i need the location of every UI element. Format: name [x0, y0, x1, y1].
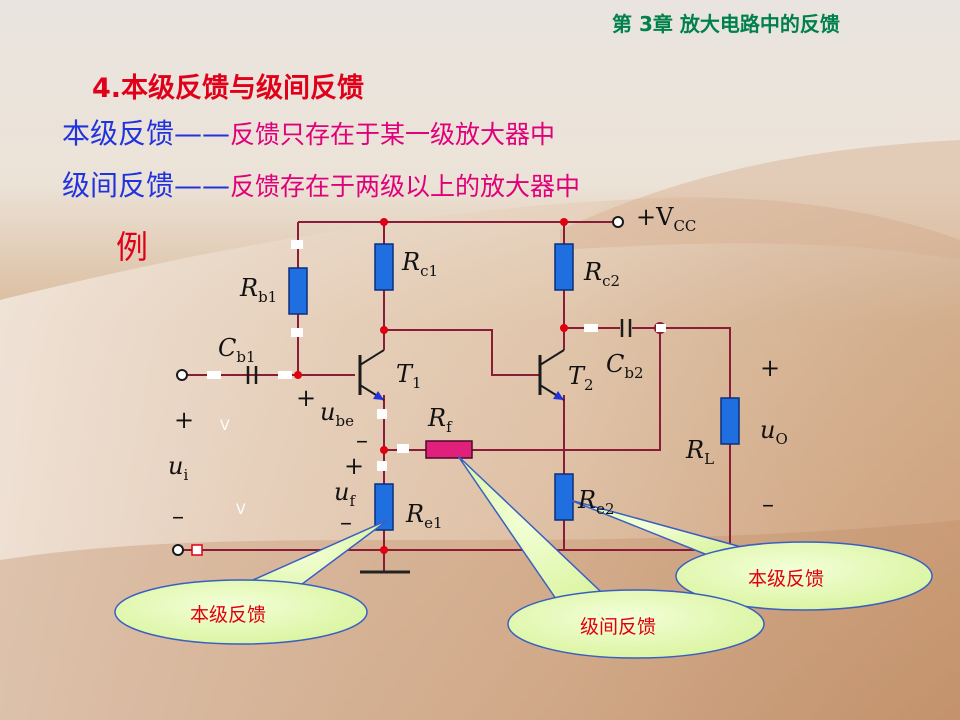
resistor-rb1 [288, 267, 308, 315]
resistor-re1 [374, 483, 394, 531]
label-t2: T2 [568, 362, 594, 394]
label-uo: uO [760, 416, 788, 448]
ui-plus: + [174, 406, 195, 434]
label-uf: uf [334, 478, 356, 510]
definition-local-dash: —— [174, 117, 231, 150]
section-title: 4.本级反馈与级间反馈 [92, 73, 365, 104]
example-label: 例 [116, 228, 149, 266]
label-rl: RL [686, 436, 715, 468]
label-re2: Re2 [578, 486, 615, 518]
label-rc1: Rc1 [402, 248, 439, 280]
resistor-re2 [554, 473, 574, 521]
definition-interstage-desc: 反馈存在于两级以上的放大器中 [230, 172, 581, 201]
label-re1: Re1 [406, 500, 443, 532]
chapter-header: 第 3章 放大电路中的反馈 [612, 12, 840, 36]
ui-tick-bottom: V [236, 502, 246, 518]
definition-local-term: 本级反馈 [62, 117, 175, 150]
resistor-rc1 [374, 243, 394, 291]
label-rb1: Rb1 [240, 274, 278, 306]
label-vcc: +VCC [636, 203, 697, 235]
selection-handles [191, 240, 666, 556]
circuit-nodes [294, 218, 568, 554]
callout-interstage: 级间反馈 [580, 616, 657, 638]
label-cb1: Cb1 [218, 334, 256, 366]
label-rf: Rf [428, 404, 452, 436]
ube-plus: + [296, 384, 317, 412]
uo-minus: – [762, 490, 774, 518]
definition-local: 本级反馈——反馈只存在于某一级放大器中 [62, 112, 555, 152]
definition-local-desc: 反馈只存在于某一级放大器中 [230, 120, 556, 149]
ube-minus: – [356, 426, 368, 454]
capacitor-cb2 [620, 319, 632, 337]
definition-interstage-term: 级间反馈 [62, 169, 175, 202]
label-ube: ube [320, 398, 354, 430]
callout-local-right: 本级反馈 [748, 568, 825, 590]
t1-emitter-arrow [373, 391, 384, 400]
resistor-rl [720, 397, 740, 445]
ui-tick-top: V [220, 418, 230, 434]
label-ui: ui [168, 452, 189, 484]
label-t1: T1 [396, 360, 422, 392]
callout-bubble-interstage [507, 589, 765, 659]
uf-minus: – [340, 508, 352, 536]
label-rc2: Rc2 [584, 258, 621, 290]
ui-minus: – [172, 502, 184, 530]
callout-local-left: 本级反馈 [190, 604, 267, 626]
definition-interstage-dash: —— [174, 169, 231, 202]
capacitor-cb1 [246, 366, 258, 384]
uo-plus: + [760, 354, 781, 382]
definition-interstage: 级间反馈——反馈存在于两级以上的放大器中 [62, 164, 580, 204]
resistor-rf [425, 440, 473, 459]
t2-emitter-arrow [553, 391, 564, 400]
uf-plus: + [344, 452, 365, 480]
label-cb2: Cb2 [606, 350, 644, 382]
dune-ridge [560, 140, 960, 260]
callout-bubble-local-right [675, 541, 933, 611]
resistor-rc2 [554, 243, 574, 291]
callout-bubble-local-left [114, 579, 368, 645]
